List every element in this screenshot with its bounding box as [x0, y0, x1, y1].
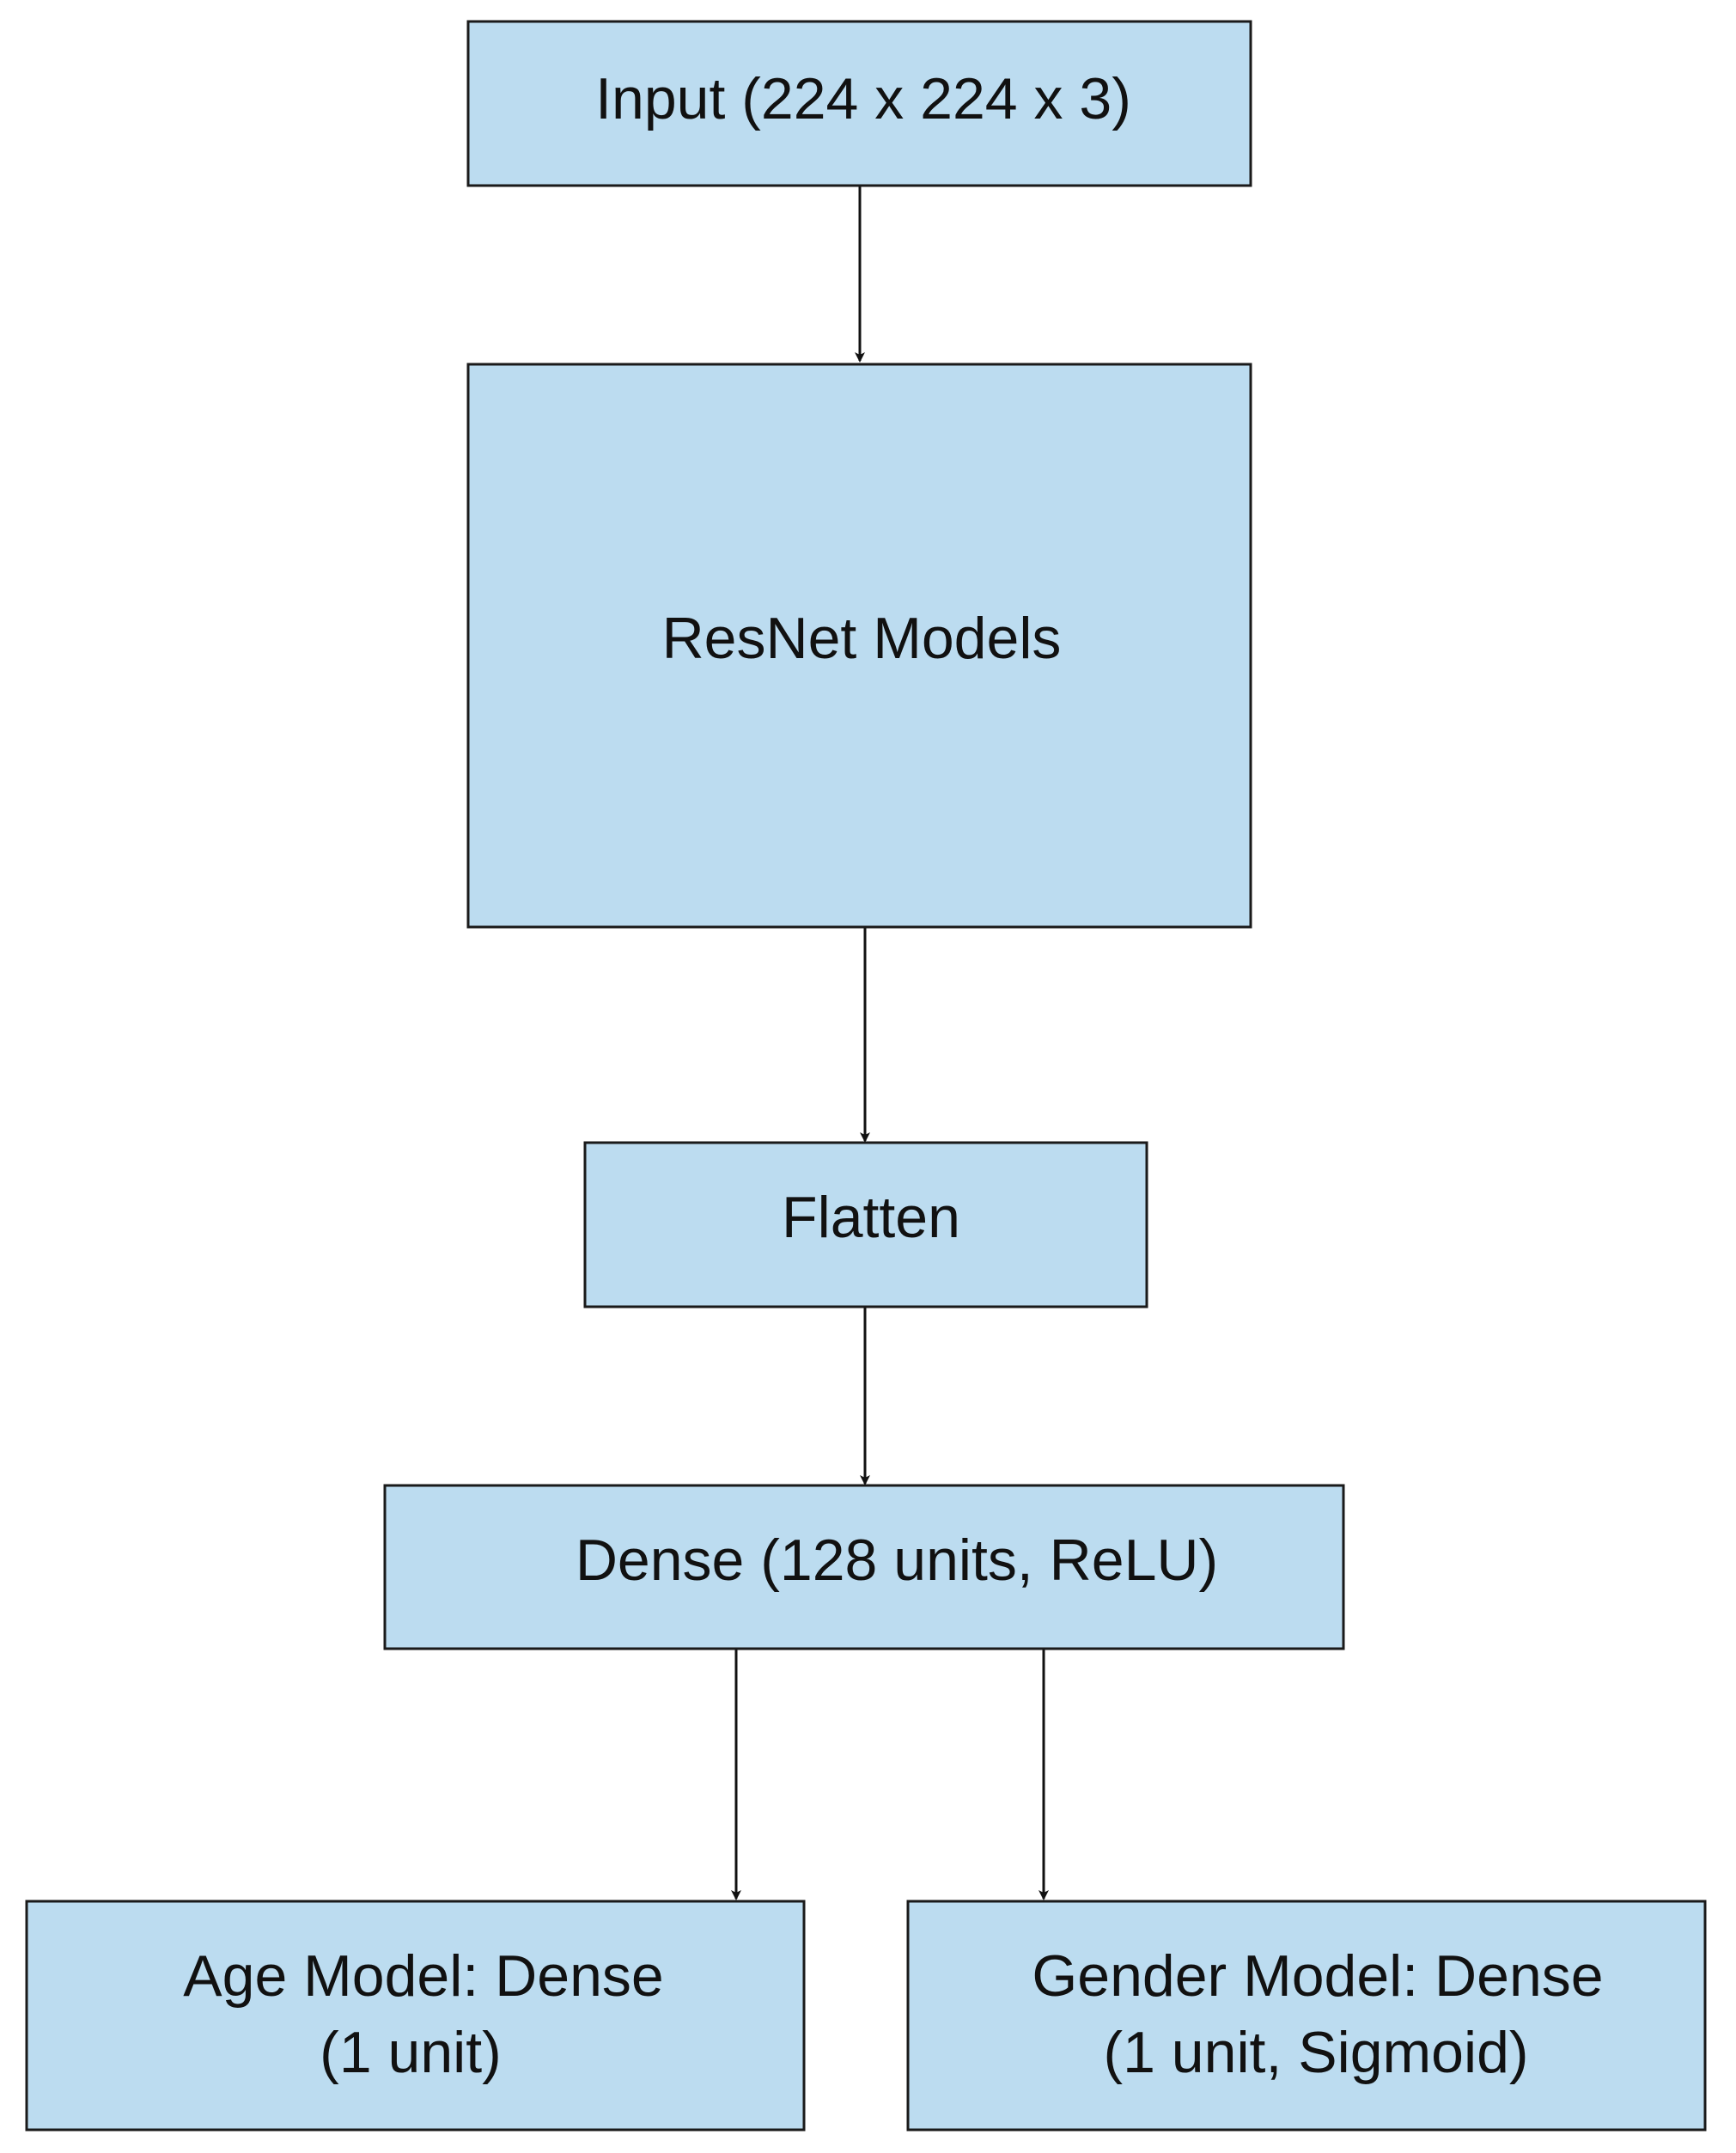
- node-age: Age Model: Dense (1 unit): [25, 1900, 806, 2132]
- node-dense: Dense (128 units, ReLU): [383, 1484, 1345, 1650]
- node-flatten: Flatten: [583, 1141, 1148, 1308]
- node-gender: Gender Model: Dense (1 unit, Sigmoid): [906, 1900, 1707, 2132]
- node-age-label-line2: (1 unit): [320, 2020, 502, 2085]
- edges: [731, 185, 1049, 1900]
- node-gender-label-line1: Gender Model: Dense: [1032, 1943, 1603, 2009]
- node-gender-box: [906, 1900, 1707, 2132]
- node-input: Input (224 x 224 x 3): [466, 20, 1252, 187]
- node-resnet-label: ResNet Models: [662, 606, 1062, 671]
- node-input-label: Input (224 x 224 x 3): [595, 66, 1131, 131]
- node-flatten-label: Flatten: [782, 1185, 960, 1250]
- node-age-box: [25, 1900, 806, 2132]
- node-resnet: ResNet Models: [466, 363, 1252, 929]
- node-input-box: [466, 20, 1252, 187]
- node-dense-box: [383, 1484, 1345, 1650]
- node-dense-label: Dense (128 units, ReLU): [576, 1528, 1218, 1593]
- node-age-label-line1: Age Model: Dense: [183, 1943, 663, 2009]
- node-resnet-box: [466, 363, 1252, 929]
- node-gender-label-line2: (1 unit, Sigmoid): [1103, 2020, 1528, 2085]
- node-flatten-box: [583, 1141, 1148, 1308]
